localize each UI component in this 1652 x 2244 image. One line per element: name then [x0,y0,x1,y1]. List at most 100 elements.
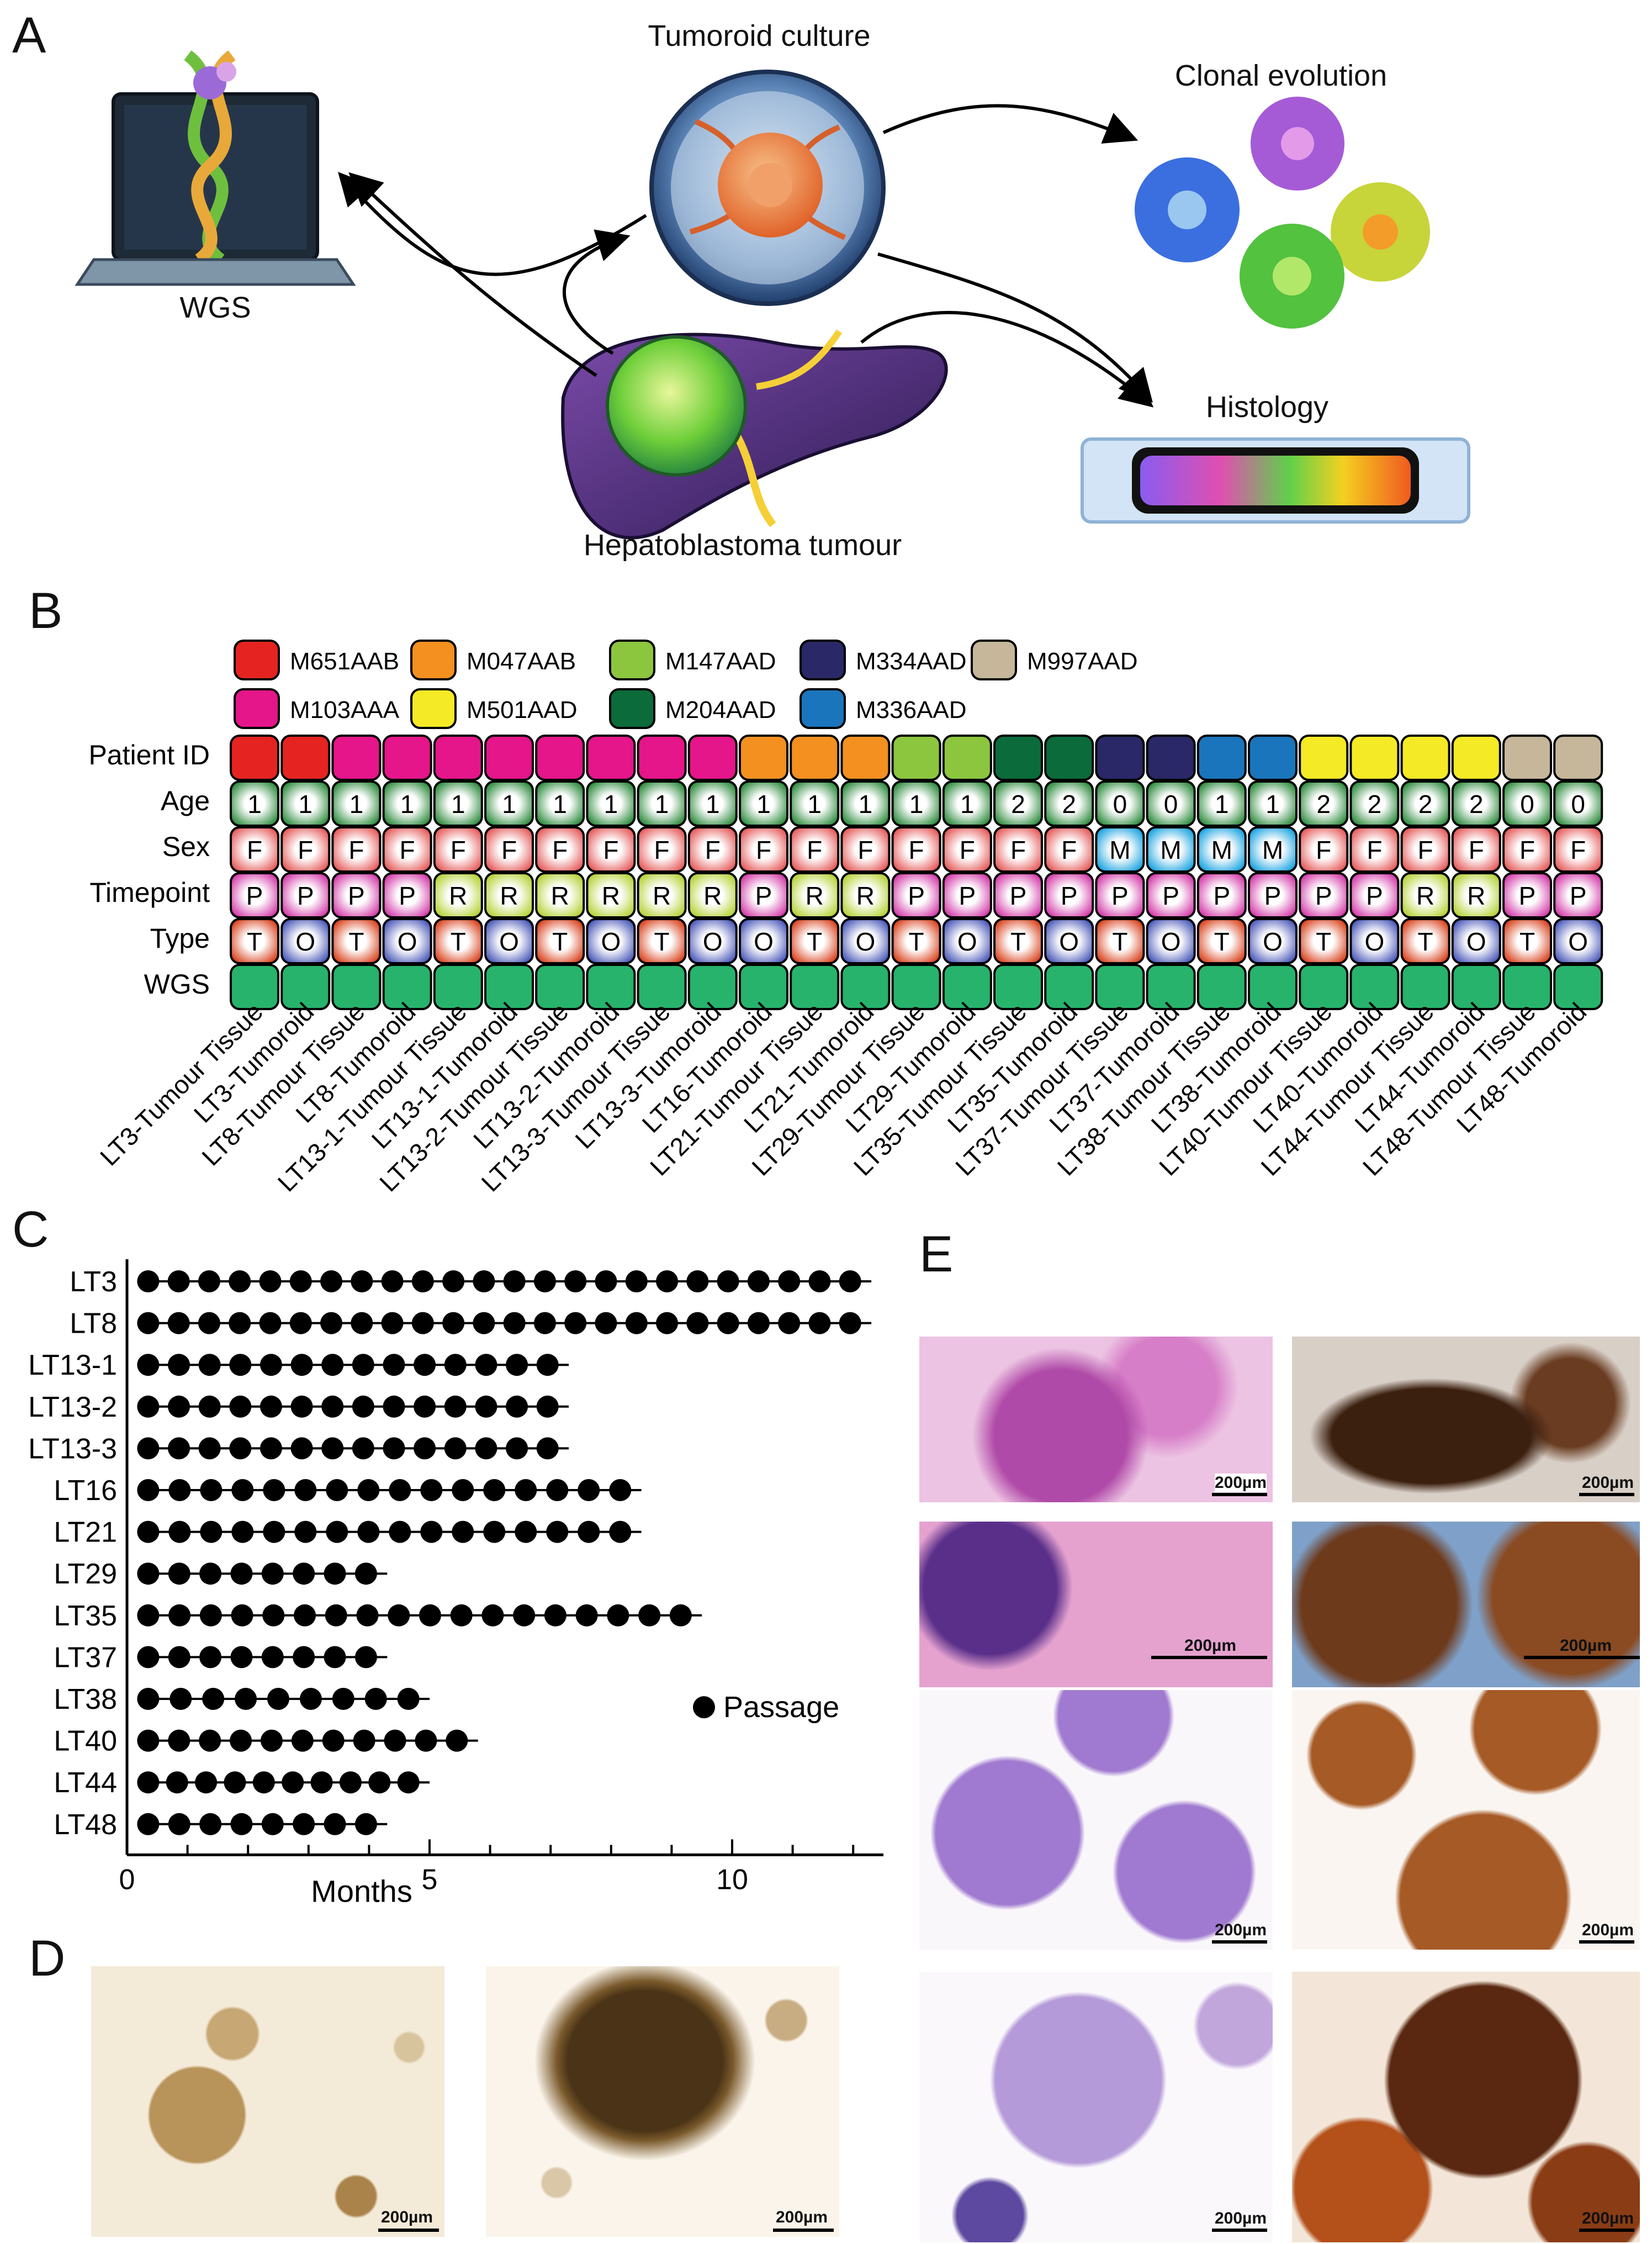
passage-point-LT29-4 [262,1562,284,1585]
passage-point-LT35-0 [137,1604,159,1627]
cell-type-text-12: O [856,927,876,956]
passage-point-LT48-7 [355,1813,377,1835]
passage-point-LT16-2 [200,1479,222,1501]
passage-point-LT40-6 [322,1730,345,1752]
series-label-LT29: LT29 [54,1558,117,1590]
passage-point-LT35-10 [451,1604,473,1627]
legend-label-M651AAB: M651AAB [290,648,399,675]
passage-point-LT44-4 [253,1771,275,1793]
passage-point-LT13-1-10 [444,1354,467,1376]
cell-patient-25 [1503,736,1551,780]
cell-patient-7 [587,736,634,780]
passage-point-LT35-15 [607,1604,629,1627]
cell-age-text-4: 1 [451,790,465,819]
passage-point-LT29-6 [324,1562,346,1585]
legend-swatch-M651AAB [235,641,279,679]
passage-point-LT37-0 [137,1646,159,1668]
passage-point-LT21-1 [168,1521,190,1543]
panel-e-scale-bar-1 [1212,1493,1267,1496]
passage-point-LT13-1-7 [352,1354,374,1376]
cell-patient-19 [1198,736,1246,780]
passage-point-LT40-1 [168,1730,190,1752]
passage-point-LT13-1-12 [506,1354,528,1376]
laptop-icon [77,55,353,284]
passage-point-LT16-3 [231,1479,253,1501]
cell-sex-text-19: M [1211,836,1232,864]
panel-e-scale-label-4: 200µm [1560,1636,1612,1655]
panel-e-scale-bar-7 [1212,2229,1267,2232]
series-label-LT8: LT8 [70,1308,117,1340]
passage-point-LT40-0 [137,1730,159,1752]
cell-patient-21 [1300,736,1347,780]
passage-point-LT13-3-11 [475,1437,497,1459]
cell-type-text-13: T [909,927,924,956]
cell-patient-23 [1402,736,1449,780]
cell-age-text-22: 2 [1368,790,1382,819]
passage-point-LT13-1-9 [414,1354,436,1376]
legend-label-M501AAD: M501AAD [467,696,578,724]
cell-timepoint-text-18: P [1162,881,1179,910]
cell-timepoint-text-0: P [246,881,263,910]
passage-point-LT16-12 [515,1479,537,1501]
row-label-3: Timepoint [89,877,210,908]
passage-point-LT3-13 [534,1270,556,1292]
passage-point-LT13-3-6 [321,1437,343,1459]
cell-type-text-0: T [247,927,262,956]
panel-e-scale-label-5: 200µm [1215,1921,1267,1940]
histology-slide-icon [1082,439,1469,522]
passage-point-LT37-6 [324,1646,346,1668]
legend-swatch-M336AAD [801,689,845,728]
cell-wgs-7 [587,965,634,1009]
row-label-5: WGS [144,969,210,1000]
cell-patient-3 [384,736,431,780]
passage-point-LT44-9 [398,1771,420,1793]
cell-age-text-21: 2 [1316,790,1331,819]
passage-point-LT38-7 [365,1688,387,1710]
passage-point-LT3-18 [686,1270,708,1292]
legend-label-M334AAD: M334AAD [856,648,967,675]
panel-d-image-right [486,1966,839,2237]
passage-point-LT38-6 [332,1688,354,1710]
passage-point-LT13-3-10 [444,1437,467,1459]
passage-point-LT40-10 [446,1730,468,1752]
legend-swatch-M334AAD [801,641,845,679]
passage-point-LT21-2 [200,1521,222,1543]
cell-sex-text-9: F [705,836,721,864]
passage-point-LT8-3 [229,1312,251,1334]
cell-sex-text-25: F [1519,836,1535,864]
cell-patient-9 [689,736,737,780]
series-label-LT13-3: LT13-3 [28,1433,117,1465]
passage-point-LT8-5 [290,1312,312,1334]
cell-wgs-25 [1503,965,1551,1009]
passage-point-LT16-13 [546,1479,568,1501]
legend-label-M336AAD: M336AAD [856,696,967,724]
passage-point-LT3-16 [626,1270,648,1292]
cell-type-text-4: T [451,927,466,956]
cell-timepoint-text-1: P [297,881,314,910]
passage-point-LT16-8 [389,1479,411,1501]
cell-type-text-11: T [807,927,822,956]
panel-b-sample-grid: M651AABM103AAAM047AABM501AADM147AADM204A… [0,608,1652,1221]
cell-patient-8 [638,736,686,780]
passage-point-LT44-8 [368,1771,390,1793]
passage-point-LT35-8 [388,1604,410,1627]
legend-label-M204AAD: M204AAD [665,696,776,724]
cell-type-text-17: T [1112,927,1127,956]
cell-type-text-25: T [1519,927,1535,956]
passage-point-LT38-1 [170,1688,192,1710]
passage-point-LT13-2-3 [229,1396,251,1418]
passage-point-LT35-2 [200,1604,222,1627]
histology-label: Histology [1206,392,1328,422]
cell-timepoint-text-6: R [551,881,569,910]
cell-wgs-26 [1554,965,1602,1009]
cell-sex-text-8: F [654,836,670,864]
passage-point-LT3-19 [717,1270,739,1292]
passage-point-LT35-5 [294,1604,316,1627]
panel-e-scale-bar-6 [1579,1940,1634,1944]
panel-d-left-scale-bar [378,2229,439,2232]
legend-swatch-M103AAA [235,689,279,728]
cell-age-text-24: 2 [1469,790,1484,819]
cell-type-text-22: O [1365,927,1385,956]
passage-point-LT13-1-2 [199,1354,221,1376]
passage-point-LT35-3 [231,1604,253,1627]
